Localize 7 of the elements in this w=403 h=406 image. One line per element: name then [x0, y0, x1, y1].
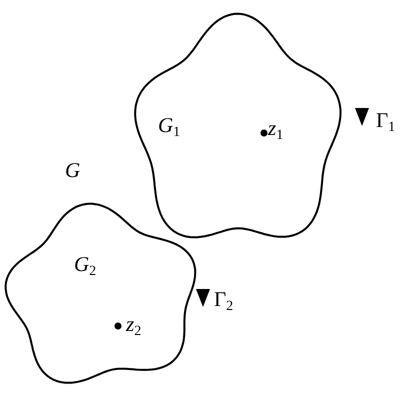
region-label: G$_{2}$: [74, 254, 96, 279]
point-label: z$_{1}$: [268, 118, 284, 143]
point-label: z$_{2}$: [126, 314, 142, 339]
curve-label: Γ$_{1}$: [376, 110, 396, 135]
curve-label: Γ$_{2}$: [214, 289, 234, 314]
region-label: G: [65, 160, 80, 181]
region-label: G$_{1}$: [158, 115, 180, 140]
